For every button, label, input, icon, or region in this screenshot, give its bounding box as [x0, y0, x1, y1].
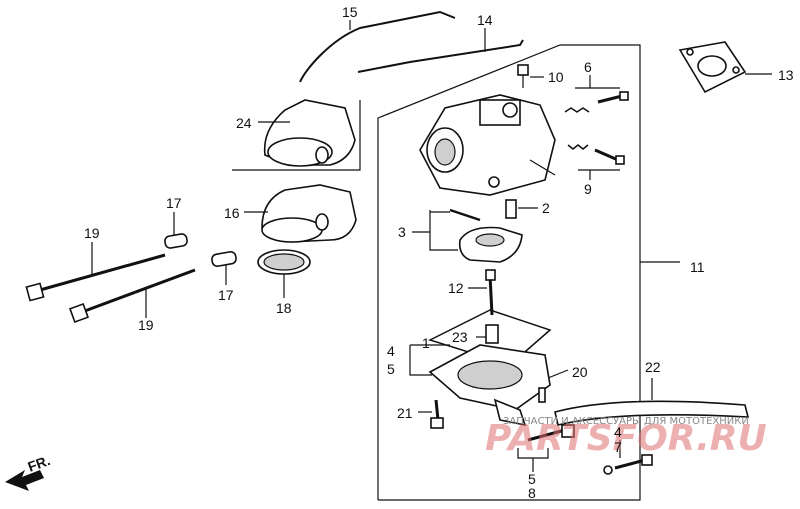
air-intake-elbow-16 [261, 184, 357, 243]
jet-2 [505, 199, 517, 219]
air-intake-elbow-24 [263, 99, 356, 167]
drain-screw-left [527, 424, 575, 442]
callout-7: 7 [614, 439, 622, 455]
leader-20 [547, 369, 569, 379]
callout-6: 6 [584, 59, 592, 75]
callout-17b: 17 [218, 287, 234, 303]
collar-17-bottom [211, 250, 237, 268]
callout-21: 21 [397, 405, 413, 421]
callout-10: 10 [548, 69, 564, 85]
clip-20 [538, 387, 546, 403]
callout-23: 23 [452, 329, 468, 345]
float-chamber [428, 344, 551, 427]
callout-1: 1 [422, 335, 430, 351]
callout-17a: 17 [166, 195, 182, 211]
callout-3: 3 [398, 224, 406, 240]
callout-2: 2 [542, 200, 550, 216]
callout-12: 12 [448, 280, 464, 296]
screw-9 [567, 144, 625, 165]
callout-19a: 19 [84, 225, 100, 241]
link-rod-14 [357, 39, 524, 73]
carburetor-body [419, 94, 556, 196]
callout-4b: 4 [614, 424, 622, 440]
watermark-main: PARTSFOR.RU [485, 418, 767, 459]
bolt-21 [430, 399, 444, 429]
callout-11: 11 [690, 259, 705, 275]
collar-17-top [164, 233, 188, 249]
drain-screw-right [603, 454, 653, 475]
assembly-outline [377, 44, 641, 501]
callout-15: 15 [342, 4, 358, 20]
bolt-19-lower [69, 268, 196, 323]
callout-19b: 19 [138, 317, 154, 333]
callout-16: 16 [224, 205, 240, 221]
callout-8: 8 [528, 485, 536, 501]
link-rod-15 [299, 10, 456, 83]
callout-4a: 4 [387, 343, 395, 359]
watermark-sub: ЗАПЧАСТИ И АКСЕССУАРЫ ДЛЯ МОТОТЕХНИКИ [503, 416, 749, 427]
screw-6 [564, 91, 629, 113]
callout-5a: 5 [387, 361, 395, 377]
bolt-19-upper [25, 253, 166, 302]
callout-5b: 5 [528, 471, 536, 487]
jet-23 [485, 324, 499, 344]
callout-13: 13 [778, 67, 794, 83]
screen-18 [257, 249, 311, 275]
callout-14: 14 [477, 12, 493, 28]
drain-tube-22 [554, 400, 750, 426]
needle-12 [485, 269, 496, 316]
float-pin-3 [449, 208, 481, 222]
front-label: FR. [26, 452, 53, 475]
bracket-45 [409, 345, 432, 376]
screw-10 [517, 64, 529, 88]
callout-18: 18 [276, 300, 292, 316]
callout-22: 22 [645, 359, 661, 375]
float-3 [458, 226, 523, 263]
callout-24: 24 [236, 115, 252, 131]
bracket-24 [232, 100, 361, 171]
front-arrow-icon [5, 470, 44, 491]
gasket-13 [678, 41, 747, 94]
callout-9: 9 [584, 181, 592, 197]
callout-20: 20 [572, 364, 588, 380]
bracket-3b [429, 210, 458, 251]
